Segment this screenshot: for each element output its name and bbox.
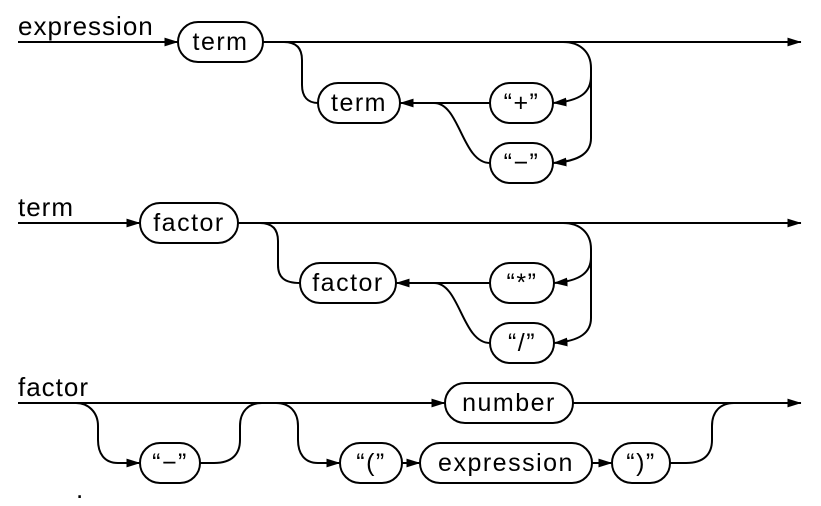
r1-feed-plus-arrow-line <box>552 75 592 107</box>
r2-feed-slash-arrow-line <box>553 317 592 347</box>
r1-feed-line <box>562 41 592 138</box>
r2-feed-line <box>562 222 592 318</box>
rule-name-factor: factor <box>18 372 89 402</box>
rule-row-term: term factor factor “*” “/” <box>18 192 802 364</box>
r3-minus-box-label: “−” <box>152 449 188 477</box>
r3-minus-rejoin-line <box>200 402 263 464</box>
r3-paren-rejoin-line <box>670 402 735 464</box>
r1-minus-box-label: “−” <box>504 149 540 177</box>
r2-loop-factor-box-label: factor <box>312 269 384 297</box>
period-mark: . <box>76 474 83 504</box>
r1-minus-return-line <box>433 102 491 164</box>
r2-slash-return-line <box>433 282 491 344</box>
rule-name-expression: expression <box>18 11 154 41</box>
rule-name-term: term <box>18 192 74 222</box>
r1-feed-minus-arrow-line <box>552 137 592 167</box>
r1-loop-enter-line <box>283 41 319 104</box>
r2-star-box-label: “*” <box>507 269 538 297</box>
rule-row-factor: factor number “−” “(” expression “)” . <box>18 372 802 504</box>
r2-factor-box-label: factor <box>153 209 225 237</box>
r1-plus-box-label: “+” <box>504 89 540 117</box>
r3-minus-enter-arrow-line <box>75 402 141 468</box>
r2-slash-box-label: “/” <box>508 329 536 357</box>
r3-open-paren-box-label: “(” <box>356 449 385 477</box>
r3-number-box-label: number <box>462 389 556 417</box>
r1-term-box-label: term <box>193 28 249 56</box>
r2-feed-star-arrow-line <box>553 256 592 287</box>
r3-expression-box-label: expression <box>438 449 574 477</box>
r3-paren-branch-arrow-line <box>275 402 341 468</box>
r2-loop-enter-line <box>259 222 301 284</box>
r1-loop-term-box-label: term <box>331 89 387 117</box>
rule-row-expression: expression term term “+” “−” <box>18 11 802 184</box>
r3-close-paren-box-label: “)” <box>626 449 655 477</box>
